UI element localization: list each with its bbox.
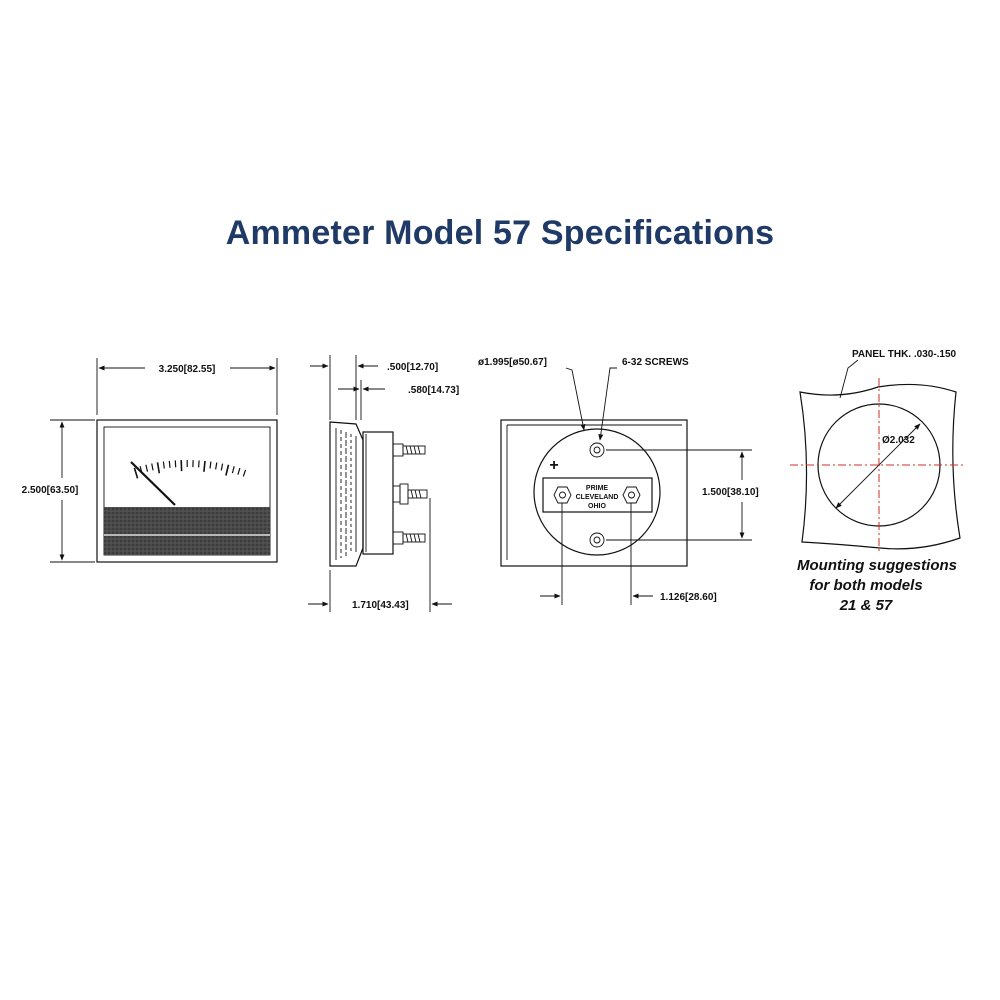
mounting-note-line-1: Mounting suggestions	[797, 557, 957, 574]
nameplate-line-2: CLEVELAND	[576, 494, 619, 501]
height-dimension: 2.500[63.50]	[22, 485, 79, 496]
panel-thickness-label: PANEL THK. .030-.150	[852, 349, 957, 360]
scale-tick	[156, 462, 161, 474]
diameter-arrow	[835, 423, 921, 509]
mounting-note-line-2: for both models	[809, 577, 922, 594]
scale-tick	[237, 467, 241, 475]
horizontal-dimension: 1.126[28.60]	[660, 592, 717, 603]
terminal-stud-top	[392, 443, 426, 457]
vertical-dimension: 1.500[38.10]	[702, 487, 759, 498]
meter-scale-ticks	[133, 460, 247, 479]
scale-tick	[215, 462, 218, 470]
plus-sign: +	[549, 457, 558, 474]
hole-diameter: Ø2.032	[882, 435, 915, 446]
front-view: 3.250[82.55] 2.500[63.50]	[22, 358, 278, 563]
side-view: .500[12.70] .580[14.73]	[308, 355, 459, 612]
nameplate-line-1: PRIME	[586, 485, 609, 492]
scale-tick	[198, 460, 200, 468]
scale-tick	[162, 461, 165, 469]
terminal-nut-right	[622, 486, 641, 504]
side-dimension-b: .580[14.73]	[408, 385, 459, 396]
scale-tick	[231, 466, 235, 474]
meter-front-frame	[96, 419, 278, 563]
rear-view: ø1.995[ø50.67] 6-32 SCREWS + PRIME CLEVE…	[478, 357, 759, 605]
scale-tick	[151, 463, 154, 471]
meter-case-side	[362, 431, 394, 555]
meter-rear-case	[533, 428, 661, 556]
leader-line	[839, 359, 859, 399]
diameter-dimension: ø1.995[ø50.67]	[478, 357, 547, 368]
terminal-stud-middle	[392, 483, 428, 505]
terminal-stud-bottom	[392, 531, 426, 545]
mounting-note-line-3: 21 & 57	[839, 597, 893, 614]
page-title: Ammeter Model 57 Specifications	[225, 214, 775, 252]
scale-tick	[220, 463, 224, 471]
meter-base-shade	[104, 507, 270, 555]
side-dimension-a: .500[12.70]	[387, 362, 438, 373]
scale-tick	[133, 467, 139, 479]
scale-tick	[168, 460, 171, 468]
depth-dimension: 1.710[43.43]	[352, 600, 409, 611]
scale-tick	[242, 469, 247, 477]
screw-hole-bottom	[589, 532, 605, 548]
mounting-view: PANEL THK. .030-.150 Ø2.032 Mounting sug…	[790, 349, 965, 614]
leader-line	[598, 367, 617, 441]
nameplate-line-3: OHIO	[588, 503, 606, 510]
scale-tick	[203, 460, 206, 472]
meter-rear-frame	[500, 419, 688, 567]
screw-hole-top	[589, 442, 605, 458]
nameplate	[542, 477, 653, 513]
panel-outline	[799, 383, 961, 550]
meter-bezel-side	[329, 421, 364, 567]
scale-tick	[145, 464, 149, 472]
screws-label: 6-32 SCREWS	[622, 357, 689, 368]
leader-line	[565, 367, 586, 431]
width-dimension: 3.250[82.55]	[159, 364, 216, 375]
scale-tick	[225, 464, 230, 476]
scale-tick	[209, 461, 212, 469]
terminal-nut-left	[553, 486, 572, 504]
meter-needle	[130, 461, 176, 506]
